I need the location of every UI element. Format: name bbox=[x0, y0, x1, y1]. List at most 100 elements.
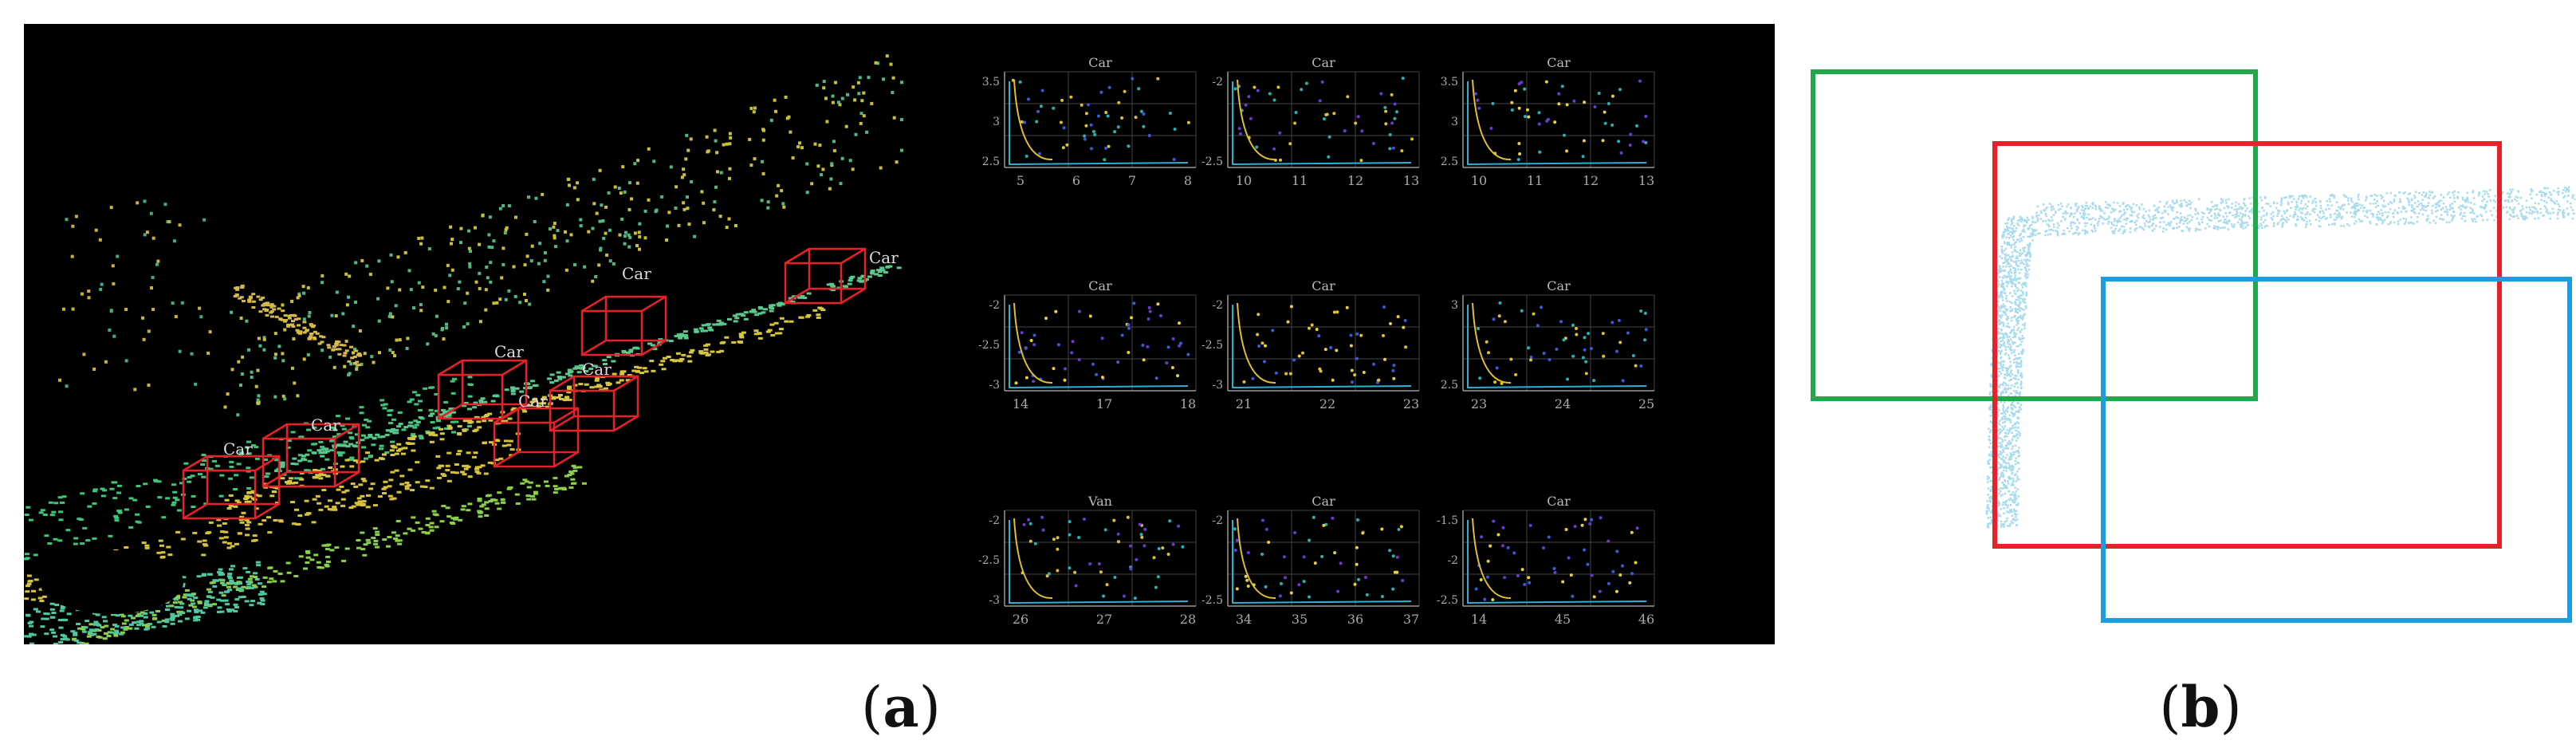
x-tick-label: 24 bbox=[1555, 396, 1571, 411]
y-tick-label: -1.5 bbox=[1437, 514, 1458, 527]
y-tick-label: -3 bbox=[1212, 379, 1223, 392]
x-tick-label: 13 bbox=[1403, 173, 1419, 188]
y-tick-label: -2.5 bbox=[1437, 594, 1458, 607]
subplot-title: Car bbox=[1547, 278, 1571, 293]
panel-b-bbox-figure bbox=[1810, 48, 2576, 638]
y-tick-label: -2.5 bbox=[978, 339, 1000, 352]
scan-hole bbox=[40, 550, 183, 614]
x-tick-label: 10 bbox=[1236, 173, 1252, 188]
detection-box: Car bbox=[580, 264, 667, 356]
caption-b: (b) bbox=[2159, 674, 2242, 740]
caption-b-letter: b bbox=[2181, 674, 2220, 740]
y-tick-label: 3 bbox=[993, 116, 1000, 128]
subplot: Car -2 -2.5 34 35 36 37 bbox=[1201, 494, 1420, 627]
y-tick-label: -2 bbox=[1447, 554, 1458, 567]
x-tick-label: 46 bbox=[1638, 612, 1654, 627]
y-tick-label: -2.5 bbox=[1201, 156, 1223, 168]
x-tick-label: 36 bbox=[1347, 612, 1363, 627]
subplot: Van -2 -2.5 -3 26 27 28 bbox=[978, 494, 1197, 627]
x-tick-label: 18 bbox=[1180, 396, 1196, 411]
x-tick-label: 12 bbox=[1583, 173, 1599, 188]
x-tick-label: 28 bbox=[1180, 612, 1196, 627]
y-tick-label: 3.5 bbox=[1441, 76, 1458, 89]
y-tick-label: -2 bbox=[989, 514, 1000, 527]
subplot-title: Car bbox=[1088, 55, 1112, 70]
x-tick-label: 37 bbox=[1403, 612, 1419, 627]
y-tick-label: 3.5 bbox=[982, 76, 1000, 89]
x-tick-label: 7 bbox=[1128, 173, 1136, 188]
x-tick-label: 14 bbox=[1471, 612, 1487, 627]
caption-a-letter: a bbox=[883, 674, 919, 740]
box-label: Car bbox=[869, 248, 899, 267]
box-label: Car bbox=[494, 342, 524, 361]
x-tick-label: 11 bbox=[1292, 173, 1308, 188]
box-label: Car bbox=[311, 415, 340, 435]
x-tick-label: 13 bbox=[1638, 173, 1654, 188]
y-tick-label: -2.5 bbox=[1201, 594, 1223, 607]
red-bounding-box bbox=[1992, 141, 2502, 549]
subplot-title: Car bbox=[1547, 494, 1571, 509]
x-tick-label: 11 bbox=[1527, 173, 1543, 188]
building-wall bbox=[233, 284, 363, 367]
y-tick-label: -3 bbox=[989, 379, 1000, 392]
y-tick-label: 3 bbox=[1451, 299, 1458, 312]
far-points bbox=[58, 54, 903, 417]
y-tick-label: -2 bbox=[989, 299, 1000, 312]
y-tick-label: -2 bbox=[1212, 514, 1223, 527]
x-tick-label: 5 bbox=[1017, 173, 1025, 188]
bbox-diagram-svg bbox=[1811, 69, 2576, 623]
subplot-title: Car bbox=[1312, 494, 1335, 509]
detection-box: Car bbox=[262, 415, 360, 488]
subplot: Car -1.5 -2 -2.5 14 45 46 bbox=[1437, 494, 1655, 627]
x-tick-label: 26 bbox=[1013, 612, 1028, 627]
detection-box: Car bbox=[437, 342, 528, 420]
subplot-title: Car bbox=[1547, 55, 1571, 70]
y-tick-label: 3 bbox=[1451, 116, 1458, 128]
x-tick-label: 25 bbox=[1638, 396, 1654, 411]
caption-a: (a) bbox=[861, 674, 941, 740]
x-tick-label: 27 bbox=[1096, 612, 1112, 627]
y-tick-label: 2.5 bbox=[982, 156, 1000, 168]
x-tick-label: 45 bbox=[1555, 612, 1571, 627]
blue-bounding-box bbox=[2101, 277, 2572, 623]
x-tick-label: 34 bbox=[1236, 612, 1252, 627]
x-tick-label: 12 bbox=[1347, 173, 1363, 188]
detection-box: Car bbox=[493, 392, 580, 468]
x-tick-label: 23 bbox=[1403, 396, 1419, 411]
x-tick-label: 8 bbox=[1184, 173, 1192, 188]
light-blue-point-cloud bbox=[1985, 186, 2576, 529]
x-tick-label: 14 bbox=[1013, 396, 1028, 411]
box-label: Car bbox=[622, 264, 651, 283]
green-bounding-box bbox=[1811, 69, 2258, 401]
subplot-title: Car bbox=[1312, 55, 1335, 70]
y-tick-label: 2.5 bbox=[1441, 379, 1458, 392]
x-tick-label: 22 bbox=[1319, 396, 1335, 411]
box-label: Car bbox=[582, 360, 612, 379]
subplot-title: Car bbox=[1312, 278, 1335, 293]
subplot: Car -2 -2.5 10 11 12 13 bbox=[1201, 55, 1420, 188]
scan-band bbox=[72, 464, 587, 644]
y-tick-label: -2.5 bbox=[1201, 339, 1223, 352]
subplot: Car 3.5 3 2.5 10 11 12 13 bbox=[1441, 55, 1655, 188]
box-label: Car bbox=[518, 392, 548, 411]
y-tick-label: -3 bbox=[989, 594, 1000, 607]
x-tick-label: 21 bbox=[1236, 396, 1252, 411]
x-tick-label: 10 bbox=[1471, 173, 1487, 188]
detection-box: Car bbox=[784, 247, 899, 305]
y-tick-label: -2.5 bbox=[978, 554, 1000, 567]
y-tick-label: 2.5 bbox=[1441, 156, 1458, 168]
lidar-point-cloud bbox=[24, 54, 903, 644]
box-label: Car bbox=[223, 439, 253, 459]
y-tick-label: -2 bbox=[1212, 76, 1223, 89]
subplot-title: Van bbox=[1087, 494, 1112, 509]
subplot-title: Car bbox=[1088, 278, 1112, 293]
x-tick-label: 35 bbox=[1292, 612, 1308, 627]
